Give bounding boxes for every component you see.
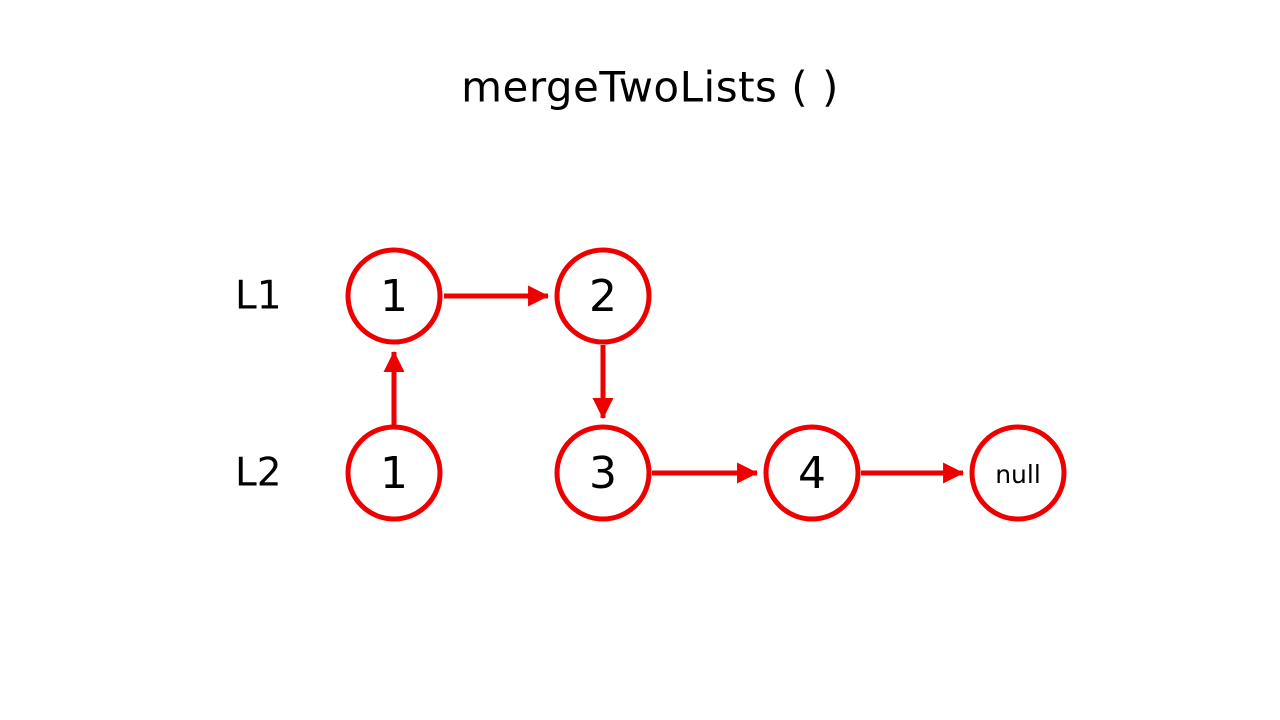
node-l2-first[interactable]: 1 xyxy=(345,424,443,522)
node-null[interactable]: null xyxy=(969,424,1067,522)
node-circle xyxy=(345,247,443,345)
node-circle xyxy=(554,424,652,522)
node-circle xyxy=(969,424,1067,522)
list-label-l1: L1 xyxy=(235,274,282,319)
node-l1-first[interactable]: 1 xyxy=(345,247,443,345)
node-value: 1 xyxy=(380,271,408,322)
node-l1-second[interactable]: 2 xyxy=(554,247,652,345)
node-value: 3 xyxy=(589,448,617,499)
node-l2-second[interactable]: 3 xyxy=(554,424,652,522)
page-title: mergeTwoLists ( ) xyxy=(461,63,839,112)
list-label-l2: L2 xyxy=(235,451,282,496)
node-circle xyxy=(554,247,652,345)
node-circle xyxy=(763,424,861,522)
node-value: 4 xyxy=(798,448,826,499)
node-value: 2 xyxy=(589,271,617,322)
node-l2-third[interactable]: 4 xyxy=(763,424,861,522)
node-circle xyxy=(345,424,443,522)
node-value: null xyxy=(995,460,1041,489)
node-value: 1 xyxy=(380,448,408,499)
